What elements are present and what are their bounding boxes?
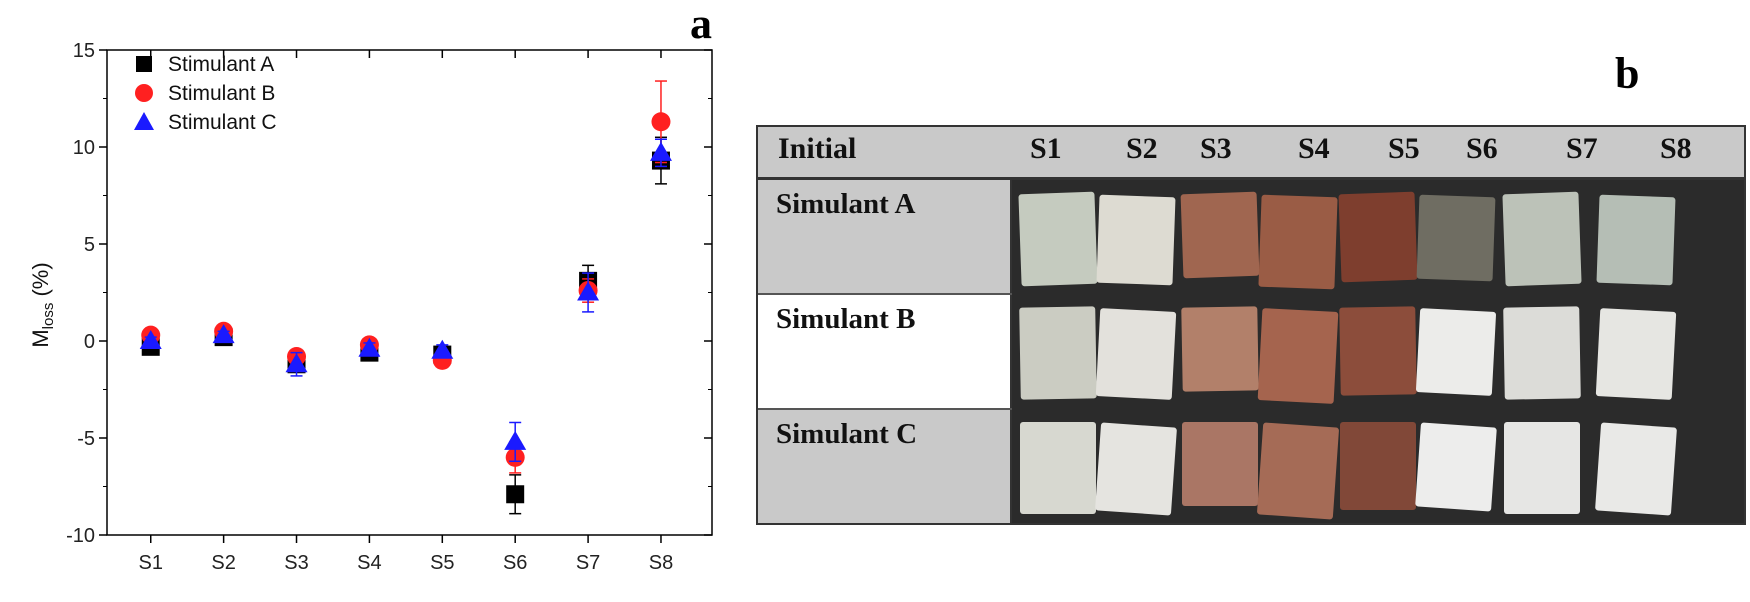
chart-marks — [139, 80, 672, 515]
row-label-simulant-a: Simulant A — [776, 188, 916, 220]
sample-tile — [1256, 422, 1340, 520]
data-point — [285, 353, 308, 373]
data-point — [358, 337, 381, 357]
legend-entry: Stimulant A — [168, 53, 274, 76]
sample-tile — [1180, 191, 1260, 279]
series-stimulant-c — [139, 138, 672, 463]
sample-tile — [1595, 308, 1677, 400]
x-tick-label: S3 — [284, 552, 308, 574]
photo-header-row: Initial S1 S2 S3 S4 S5 S6 S7 S8 — [758, 127, 1744, 180]
row-label-cell-c: Simulant C — [758, 410, 1012, 523]
x-tick-label: S2 — [211, 552, 235, 574]
panel-b-label: b — [1615, 49, 1640, 98]
y-tick-label: -10 — [66, 525, 95, 547]
row-divider — [758, 293, 1012, 295]
row-label-simulant-b: Simulant B — [776, 303, 916, 335]
sample-photo-panel: Initial S1 S2 S3 S4 S5 S6 S7 S8 Simulant A Simul… — [756, 125, 1746, 525]
y-axis-label-subscript: loss — [40, 303, 57, 330]
y-tick-label: 5 — [84, 234, 95, 256]
sample-tile — [1415, 308, 1497, 396]
x-tick-label: S8 — [649, 552, 673, 574]
y-tick-label: -5 — [77, 428, 95, 450]
header-s5: S5 — [1388, 132, 1420, 165]
sample-tile — [1019, 306, 1097, 400]
legend-entry: Stimulant B — [168, 82, 275, 105]
header-s7: S7 — [1566, 132, 1598, 165]
header-s2: S2 — [1126, 132, 1158, 165]
header-initial: Initial — [778, 132, 857, 165]
sample-tile — [1340, 422, 1416, 510]
sample-tile — [1339, 306, 1417, 396]
panel-a-label: a — [690, 0, 712, 48]
x-tick-label: S6 — [503, 552, 527, 574]
row-divider — [758, 408, 1012, 410]
data-point — [506, 485, 525, 504]
y-axis-label: Mloss (%) — [28, 262, 57, 347]
y-tick-label: 10 — [73, 137, 95, 159]
header-s8: S8 — [1660, 132, 1692, 165]
sample-tile — [1182, 422, 1258, 506]
header-s3: S3 — [1200, 132, 1232, 165]
legend-marker — [134, 112, 154, 130]
legend-marker — [135, 84, 153, 102]
header-s1: S1 — [1030, 132, 1062, 165]
data-point — [649, 141, 672, 161]
y-tick-label: 15 — [73, 40, 95, 62]
sample-tile — [1257, 308, 1339, 404]
sample-tile — [1415, 422, 1497, 512]
sample-tile — [1416, 194, 1496, 282]
header-s4: S4 — [1298, 132, 1330, 165]
sample-tile — [1095, 422, 1177, 516]
y-axis-label-main: M — [28, 329, 53, 347]
header-s6: S6 — [1466, 132, 1498, 165]
sample-tile — [1504, 422, 1580, 514]
sample-tile — [1258, 194, 1338, 290]
sample-tile — [1096, 194, 1176, 286]
data-point — [212, 324, 235, 344]
chart-legend: Stimulant A Stimulant B Stimulant C — [134, 53, 277, 134]
sample-tile — [1020, 422, 1096, 514]
sample-tile — [1095, 308, 1177, 400]
sample-tile — [1595, 422, 1677, 516]
data-point — [577, 281, 600, 301]
legend-entry: Stimulant C — [168, 111, 277, 134]
sample-tile — [1018, 191, 1098, 287]
data-point — [504, 430, 527, 450]
x-tick-label: S4 — [357, 552, 381, 574]
x-tick-label: S1 — [139, 552, 163, 574]
x-tick-label: S5 — [430, 552, 454, 574]
sample-tile — [1338, 191, 1418, 283]
y-tick-label: 0 — [84, 331, 95, 353]
data-point — [651, 112, 671, 132]
y-axis-label-unit: (%) — [28, 262, 53, 302]
legend-marker — [136, 56, 152, 72]
row-label-cell-b: Simulant B — [758, 295, 1012, 408]
row-label-simulant-c: Simulant C — [776, 418, 918, 450]
sample-tile — [1596, 194, 1676, 286]
data-point — [431, 339, 454, 359]
x-tick-label: S7 — [576, 552, 600, 574]
row-label-cell-a: Simulant A — [758, 180, 1012, 293]
sample-tile — [1503, 306, 1581, 400]
data-point — [139, 330, 162, 349]
sample-tile — [1181, 306, 1259, 392]
sample-tile — [1502, 191, 1582, 287]
